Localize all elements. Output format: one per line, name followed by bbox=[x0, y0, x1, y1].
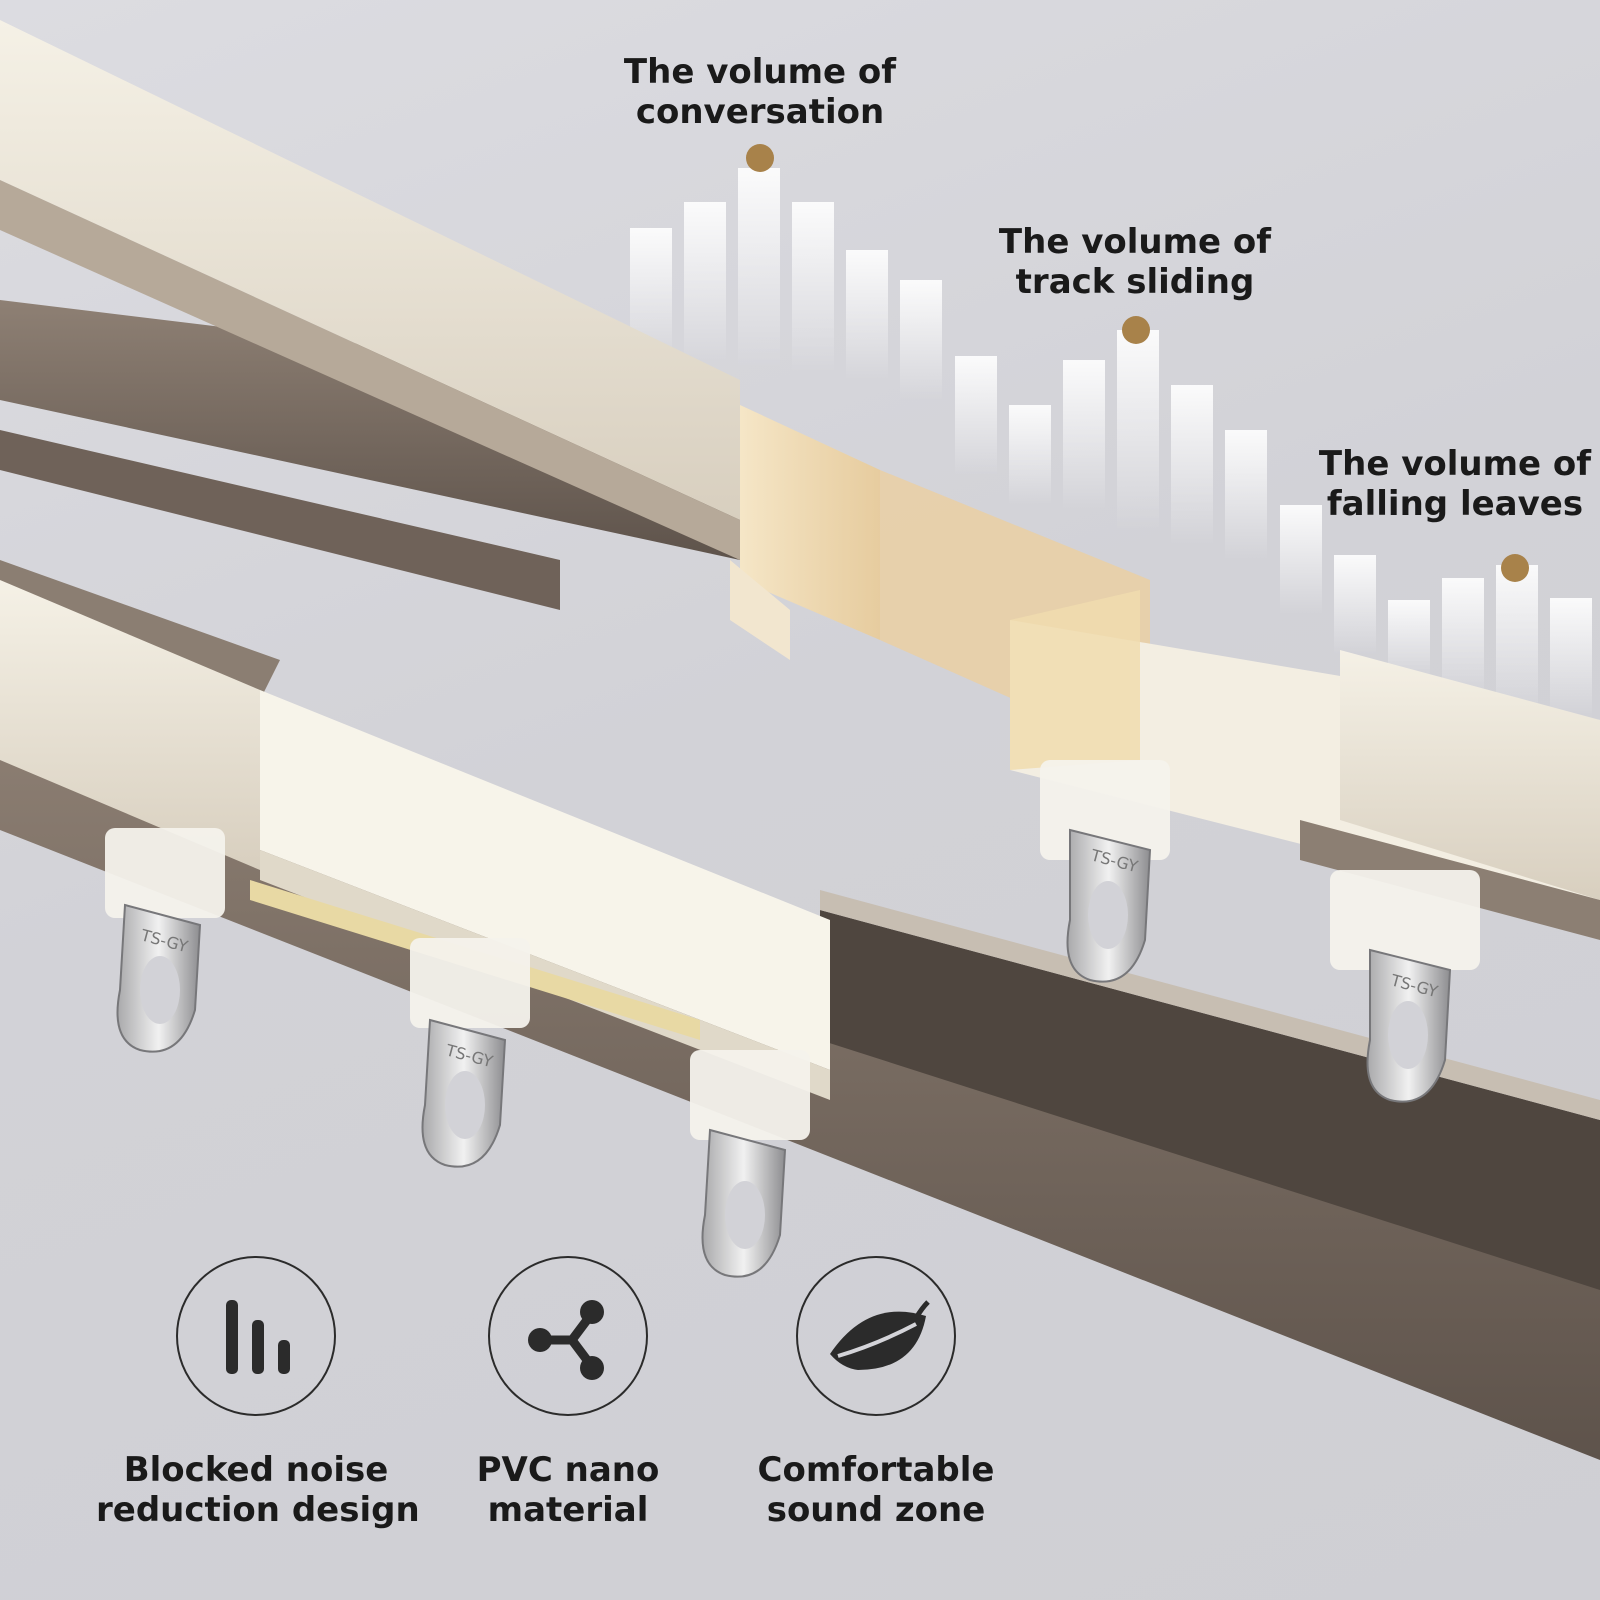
volume-label-line2: falling leaves bbox=[1326, 484, 1584, 524]
feature-label-pvc-nano: PVC nano material bbox=[408, 1450, 728, 1530]
volume-label-line2: track sliding bbox=[1015, 262, 1255, 302]
leaf-icon bbox=[830, 1300, 930, 1370]
upper-rail bbox=[0, 20, 740, 700]
volume-label-line1: The volume of bbox=[623, 52, 897, 92]
volume-label-line1: The volume of bbox=[998, 222, 1272, 262]
sound-bars-icon bbox=[226, 1300, 290, 1374]
sound-bars-track-sliding bbox=[955, 316, 1267, 560]
feature-icon-circle-3 bbox=[796, 1256, 956, 1416]
volume-label-line1: The volume of bbox=[1318, 444, 1592, 484]
track-sliding-dot bbox=[1122, 316, 1150, 344]
falling-leaves-dot bbox=[1501, 554, 1529, 582]
curtain-hook-4: TS-GY bbox=[1040, 760, 1170, 983]
curtain-hook-5: TS-GY bbox=[1330, 870, 1480, 1103]
volume-label-track-sliding: The volume of track sliding bbox=[975, 222, 1295, 302]
feature-label-line1: Blocked noise bbox=[123, 1450, 389, 1490]
sound-bars-conversation bbox=[630, 144, 942, 400]
curtain-hook-1: TS-GY bbox=[105, 828, 225, 1053]
feature-label-line2: reduction design bbox=[96, 1490, 420, 1530]
feature-icon-circle-2 bbox=[488, 1256, 648, 1416]
sound-bars-falling-leaves bbox=[1280, 505, 1592, 718]
volume-label-conversation: The volume of conversation bbox=[600, 52, 920, 132]
feature-label-line2: material bbox=[487, 1490, 649, 1530]
curtain-hook-3 bbox=[690, 1050, 810, 1278]
feature-label-comfortable-sound: Comfortable sound zone bbox=[716, 1450, 1036, 1530]
conversation-dot bbox=[746, 144, 774, 172]
feature-icon-circle-1 bbox=[176, 1256, 336, 1416]
feature-label-line1: Comfortable bbox=[757, 1450, 995, 1490]
volume-label-line2: conversation bbox=[635, 92, 885, 132]
feature-label-line1: PVC nano bbox=[476, 1450, 660, 1490]
curtain-hook-2: TS-GY bbox=[410, 938, 530, 1168]
feature-label-line2: sound zone bbox=[766, 1490, 986, 1530]
feature-label-blocked-noise: Blocked noise reduction design bbox=[96, 1450, 420, 1530]
molecule-icon bbox=[528, 1300, 604, 1380]
volume-label-falling-leaves: The volume of falling leaves bbox=[1295, 444, 1600, 524]
